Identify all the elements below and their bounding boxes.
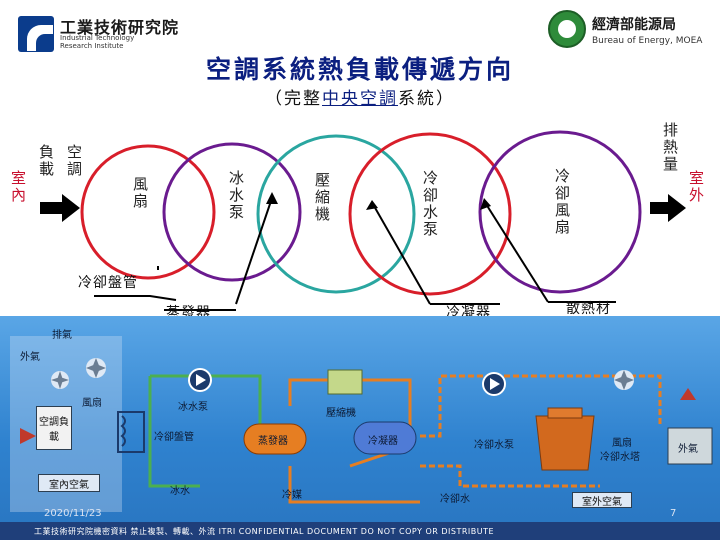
- ac-load-box: 空調負載: [36, 406, 72, 450]
- label-fan-left: 風扇: [82, 398, 102, 409]
- heat-flow-diagram: [40, 130, 686, 311]
- page-number: 7: [670, 508, 677, 519]
- label-outside-air-right: 外氣: [678, 444, 698, 455]
- pipe-cooling-water-supply: [420, 374, 662, 438]
- label-outdoor: 室外: [687, 170, 705, 204]
- label-chw-pump: 冰水泵: [227, 170, 245, 221]
- circle-refrigerant: [256, 134, 416, 294]
- label-chw-pump: 冰水泵: [178, 402, 208, 413]
- callout-line-evaporator: [235, 197, 273, 305]
- label-cw-pump: 冷卻水泵: [421, 170, 439, 238]
- label-fan: 風扇: [131, 176, 149, 210]
- label-evaporator: 蒸發器: [258, 436, 288, 447]
- circle-room-load: [80, 144, 216, 280]
- label-heat-rejection: 排熱量: [661, 122, 679, 173]
- outdoor-air-box: [667, 427, 713, 465]
- itri-name-cn: 工業技術研究院: [60, 18, 180, 37]
- callout-line-condenser: [373, 205, 431, 305]
- footer-bar: [0, 522, 720, 540]
- tower-fan-icon: [614, 370, 634, 390]
- indoor-air-box: 室內空氣: [38, 474, 100, 492]
- label-condenser: 冷凝器: [368, 436, 398, 447]
- callout-line-radiator: [485, 203, 549, 303]
- pipe-refrigerant-low: [288, 466, 420, 504]
- moea-logo: 經濟部能源局 Bureau of Energy, MOEA: [548, 8, 718, 58]
- label-compressor: 壓縮機: [326, 408, 356, 419]
- confidential-notice: 工業技術研究院機密資料 禁止複製、轉載、外流 ITRI CONFIDENTIAL…: [34, 527, 495, 536]
- label-refrigerant: 冷媒: [282, 490, 302, 501]
- label-compressor: 壓縮機: [313, 172, 331, 223]
- page-title: 空調系統熱負載傳遞方向: [205, 55, 514, 84]
- moea-seal-icon: [548, 10, 586, 48]
- callout-head-evaporator: [266, 192, 278, 204]
- circle-cooling-tower: [478, 130, 642, 294]
- inlet-arrow-icon: [40, 194, 80, 222]
- exhaust-fan-icon: [86, 358, 106, 378]
- supply-fan-icon: [51, 371, 69, 389]
- callout-coil: 冷卻盤管: [78, 275, 138, 291]
- system-schematic: 排氣 外氣 風扇 空調負載 冰水泵 冷卻盤管 室內空氣 冰水 蒸發器 壓縮機 冷…: [0, 316, 720, 526]
- label-fan-right: 風扇: [612, 438, 632, 449]
- callout-radiator: 散熱材: [566, 301, 611, 317]
- condenser-tank: [353, 421, 417, 455]
- page-subtitle: （完整中央空調系統）: [220, 84, 500, 109]
- moea-name-cn: 經濟部能源局: [592, 17, 676, 33]
- label-tower-fan: 冷卻風扇: [553, 168, 571, 236]
- label-indoor: 室內: [9, 170, 27, 204]
- label-cooling-tower: 冷卻水塔: [600, 452, 640, 463]
- label-cooling-coil: 冷卻盤管: [154, 432, 194, 443]
- callout-head-radiator: [480, 198, 491, 210]
- air-flow-arrow-icon: [20, 428, 36, 444]
- label-cooling-water: 冷卻水: [440, 494, 470, 505]
- subtitle-open: （完整: [265, 89, 322, 109]
- subtitle-close: 系統）: [398, 89, 455, 109]
- callout-head-condenser: [366, 200, 378, 210]
- cw-pump-arrow-icon: [490, 378, 500, 390]
- slide-date: 2020/11/23: [44, 508, 102, 519]
- moea-name-en: Bureau of Energy, MOEA: [592, 36, 703, 46]
- subtitle-underlined: 中央空調: [322, 89, 398, 109]
- itri-name-en: Industrial Technology Research Institute: [60, 34, 135, 50]
- label-exhaust: 排氣: [52, 330, 72, 341]
- cooling-tower-icon: [535, 407, 595, 471]
- label-cw-pump: 冷卻水泵: [474, 440, 514, 451]
- chw-pump-arrow-icon: [196, 374, 206, 386]
- label-chilled-water: 冰水: [170, 486, 190, 497]
- pipe-cooling-water-return: [420, 464, 600, 488]
- label-ac: 空調: [65, 144, 83, 178]
- circle-chilled-water: [162, 142, 302, 282]
- label-outside-air-left: 外氣: [20, 352, 40, 363]
- outlet-arrow-icon: [650, 194, 686, 222]
- outdoor-air-box-label: 室外空氣: [572, 492, 632, 508]
- cooling-coil-icon: [117, 411, 145, 453]
- callout-underline-coil: [94, 295, 177, 301]
- circle-cooling-water: [348, 132, 512, 296]
- pipe-chw-supply: [148, 376, 200, 488]
- itri-logo: 工業技術研究院 Industrial Technology Research I…: [18, 14, 178, 54]
- compressor-icon: [327, 369, 363, 395]
- itri-mark-icon: [18, 16, 54, 52]
- evaporator-tank: [243, 423, 307, 455]
- tower-exhaust-arrow-icon: [680, 388, 696, 400]
- label-load: 負載: [37, 144, 55, 178]
- pipe-chw-return: [150, 374, 262, 436]
